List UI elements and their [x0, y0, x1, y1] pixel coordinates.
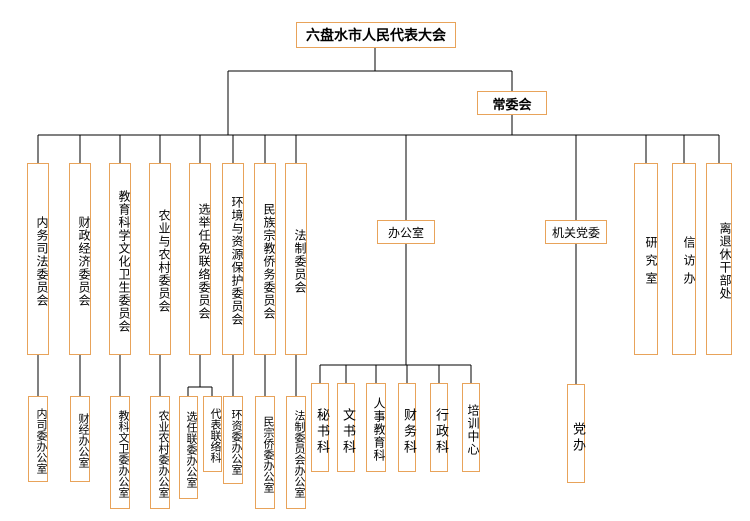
- committee-finance-economy: 财政经济委员会: [69, 163, 91, 355]
- committee-legal: 法制委员会: [285, 163, 307, 355]
- standing-committee-box: 常委会: [477, 91, 547, 115]
- committee-election-appointment-liaison: 选举任免联络委员会: [189, 163, 211, 355]
- office-finance-economy: 财经办公室: [70, 396, 90, 482]
- section-personnel-education: 人事教育科: [366, 383, 386, 472]
- section-documents: 文书科: [337, 383, 355, 472]
- committee-environment-resources: 环境与资源保护委员会: [222, 163, 244, 355]
- people-congress-box: 六盘水市人民代表大会: [296, 22, 456, 48]
- office-internal-judicial: 内司委办公室: [28, 396, 48, 482]
- committee-education-science-culture-health: 教育科学文化卫生委员会: [109, 163, 131, 355]
- office-education-science-culture-health: 教科文卫委办公室: [110, 396, 130, 509]
- office-election-appointment-liaison: 选任联委办公室: [179, 396, 198, 499]
- section-secretariat: 秘书科: [311, 383, 329, 472]
- section-training-center: 培训中心: [462, 383, 480, 472]
- section-finance: 财务科: [398, 383, 416, 472]
- section-administration: 行政科: [430, 383, 448, 472]
- party-committee-box: 机关党委: [545, 220, 607, 244]
- office-legal: 法制委员会办公室: [286, 396, 306, 509]
- office-representative-liaison: 代表联络科: [203, 396, 222, 472]
- party-office-box: 党办: [567, 384, 585, 483]
- committee-agriculture-rural: 农业与农村委员会: [149, 163, 171, 355]
- petition-office-box: 信访办: [672, 163, 696, 355]
- committee-internal-judicial: 内务司法委员会: [27, 163, 49, 355]
- retired-cadres-office-box: 离退休干部处: [706, 163, 732, 355]
- committee-ethnic-religious-overseas: 民族宗教侨务委员会: [254, 163, 276, 355]
- general-office-box: 办公室: [377, 220, 435, 244]
- office-environment-resources: 环资委办公室: [223, 396, 243, 484]
- research-office-box: 研究室: [634, 163, 658, 355]
- office-ethnic-religious-overseas: 民宗侨委办公室: [255, 396, 275, 509]
- office-agriculture-rural: 农业农村委办公室: [150, 396, 170, 509]
